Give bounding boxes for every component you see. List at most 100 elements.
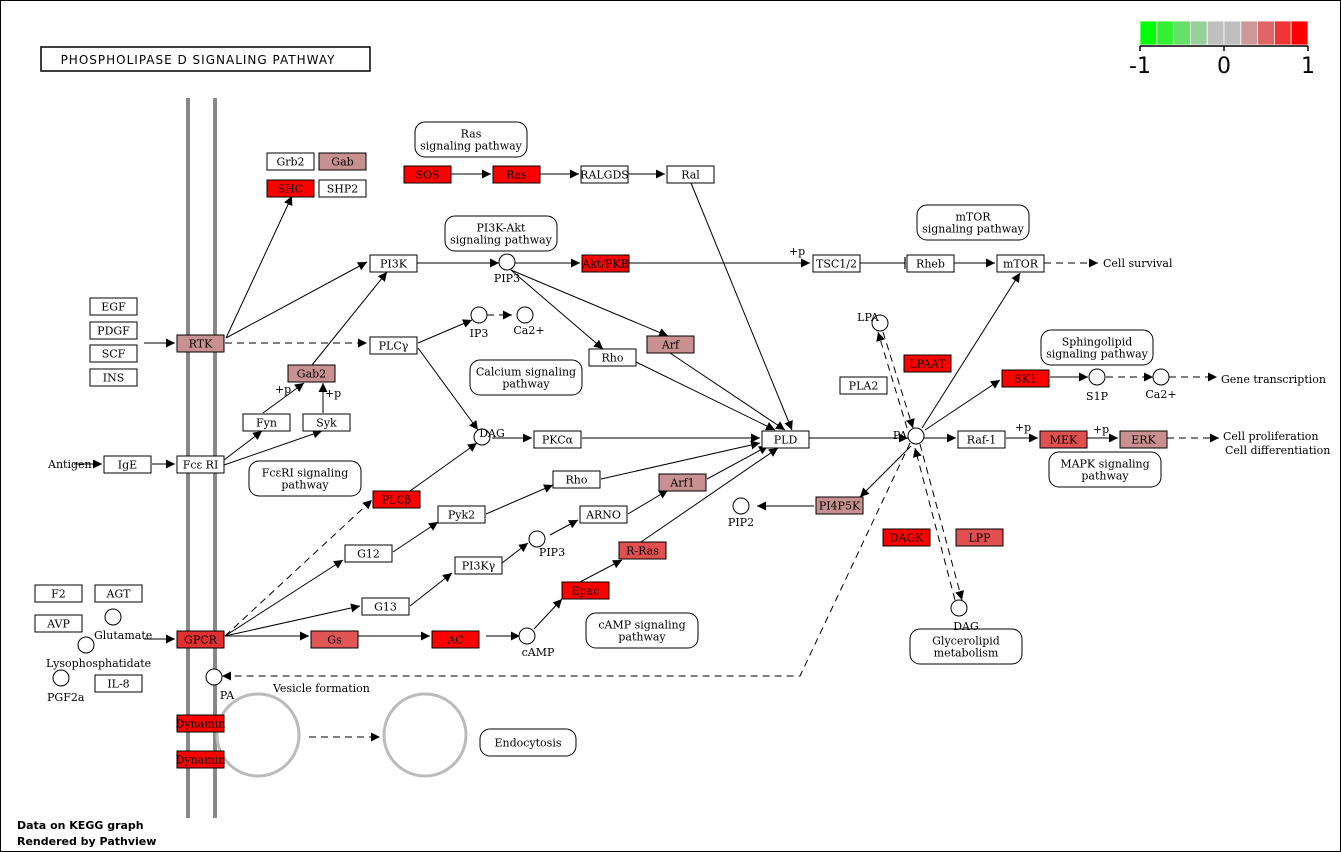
- gene-g12[interactable]: G12: [344, 544, 393, 563]
- gene-aktpkb[interactable]: Akt/PKB: [581, 254, 630, 273]
- gene-dynamin2[interactable]: Dynamin: [176, 750, 226, 769]
- gene-fyn[interactable]: Fyn: [242, 413, 291, 432]
- gene-pdgf[interactable]: PDGF: [89, 321, 138, 340]
- edge: [225, 195, 293, 339]
- gene-label: RALGDS: [580, 169, 629, 182]
- compound-lpa[interactable]: LPA: [857, 311, 889, 332]
- compound-pip2[interactable]: PIP2: [728, 497, 754, 529]
- gene-ras[interactable]: Ras: [492, 165, 541, 184]
- gene-rheb[interactable]: Rheb: [906, 254, 955, 273]
- compound-dag2[interactable]: DAG: [950, 599, 979, 633]
- compound-label: Ca2+: [513, 324, 544, 337]
- gene-label: Ral: [681, 169, 700, 182]
- gene-erk[interactable]: ERK: [1119, 430, 1168, 449]
- compound-ca2[interactable]: Ca2+: [1145, 368, 1177, 401]
- compound-dag1[interactable]: DAG: [473, 427, 505, 446]
- pathway-label: signaling pathway: [420, 140, 523, 153]
- pathway-label: pathway: [502, 378, 550, 391]
- gene-fceri[interactable]: Fcε RI: [176, 455, 225, 474]
- gene-gpcr[interactable]: GPCR: [176, 630, 225, 649]
- gene-pi3kg[interactable]: PI3Kγ: [454, 556, 503, 575]
- edge: [222, 442, 911, 681]
- gene-raf1[interactable]: Raf-1: [957, 430, 1006, 449]
- pathway-label: mTOR: [955, 211, 991, 224]
- gene-plcg[interactable]: PLCγ: [369, 336, 418, 355]
- gene-mtor[interactable]: mTOR: [996, 254, 1045, 273]
- gene-shp2[interactable]: SHP2: [318, 179, 367, 198]
- gene-mek[interactable]: MEK: [1039, 430, 1088, 449]
- gene-arf[interactable]: Arf: [646, 335, 695, 354]
- gene-lpp[interactable]: LPP: [955, 528, 1004, 547]
- gene-sk1[interactable]: SK1: [1001, 369, 1050, 388]
- pathway-link-endo-path[interactable]: Endocytosis: [479, 728, 577, 757]
- gene-pld[interactable]: PLD: [761, 430, 810, 449]
- compound-pa2[interactable]: PA: [205, 668, 235, 702]
- gene-sos[interactable]: SOS: [403, 165, 452, 184]
- compound-ca1[interactable]: Ca2+: [513, 306, 545, 337]
- gene-tsc12[interactable]: TSC1/2: [812, 254, 861, 273]
- compound-pip3a[interactable]: PIP3: [494, 253, 520, 285]
- gene-ral[interactable]: Ral: [666, 165, 715, 184]
- gene-pla2[interactable]: PLA2: [839, 376, 888, 395]
- gene-epac[interactable]: Epac: [561, 581, 610, 600]
- gene-rho2[interactable]: Rho: [552, 470, 601, 489]
- compound-pgf2a[interactable]: PGF2a: [47, 669, 85, 704]
- gene-pi4p5k[interactable]: PI4P5K: [815, 496, 864, 515]
- compound-s1p[interactable]: S1P: [1086, 368, 1109, 403]
- compound-label: PA: [220, 689, 235, 702]
- gene-g13[interactable]: G13: [361, 597, 410, 616]
- gene-plcb[interactable]: PLCβ: [372, 490, 421, 509]
- gene-il8[interactable]: IL-8: [94, 674, 143, 693]
- gene-scf[interactable]: SCF: [89, 344, 138, 363]
- gene-pi3k[interactable]: PI3K: [369, 254, 418, 273]
- gene-arf1[interactable]: Arf1: [658, 473, 707, 492]
- gene-pyk2[interactable]: Pyk2: [437, 505, 486, 524]
- gene-ac[interactable]: AC: [431, 630, 480, 649]
- gene-gab[interactable]: Gab: [318, 152, 367, 171]
- compound-camp[interactable]: cAMP: [518, 627, 555, 659]
- gene-rtk[interactable]: RTK: [176, 334, 225, 353]
- edge: [417, 319, 473, 344]
- gene-gab2[interactable]: Gab2: [287, 364, 336, 383]
- gene-ralgds[interactable]: RALGDS: [580, 165, 629, 184]
- gene-f2[interactable]: F2: [34, 584, 83, 603]
- gene-ige[interactable]: IgE: [103, 455, 152, 474]
- compound-lysophos[interactable]: Lysophosphatidate: [46, 636, 151, 670]
- edge: [640, 447, 779, 543]
- gene-dagk[interactable]: DAGK: [882, 528, 931, 547]
- gene-agt[interactable]: AGT: [94, 584, 143, 603]
- gene-gs[interactable]: Gs: [310, 630, 359, 649]
- gene-label: GPCR: [184, 634, 218, 647]
- compound-ip3[interactable]: IP3: [470, 306, 489, 340]
- gene-label: SHC: [278, 183, 304, 196]
- compound-label: DAG: [479, 427, 505, 440]
- compound-pip3b[interactable]: PIP3: [528, 530, 565, 559]
- compound-pa1[interactable]: PA: [893, 427, 925, 445]
- edge: [912, 447, 956, 601]
- gene-grb2[interactable]: Grb2: [266, 152, 315, 171]
- gene-avp[interactable]: AVP: [34, 614, 83, 633]
- gene-rras[interactable]: R-Ras: [618, 541, 667, 560]
- compound-glutamate[interactable]: Glutamate: [94, 608, 152, 642]
- gene-ins[interactable]: INS: [89, 368, 138, 387]
- gene-egf[interactable]: EGF: [89, 297, 138, 316]
- gene-dynamin1[interactable]: Dynamin: [176, 714, 226, 733]
- gene-arno[interactable]: ARNO: [579, 505, 628, 524]
- edge: [549, 519, 579, 536]
- gene-shc[interactable]: SHC: [266, 179, 315, 198]
- gene-pkca[interactable]: PKCα: [533, 430, 582, 449]
- gene-lpaat[interactable]: LPAAT: [903, 354, 952, 373]
- edge: [510, 269, 669, 337]
- gene-syk[interactable]: Syk: [302, 413, 351, 432]
- gene-rho1[interactable]: Rho: [588, 348, 637, 367]
